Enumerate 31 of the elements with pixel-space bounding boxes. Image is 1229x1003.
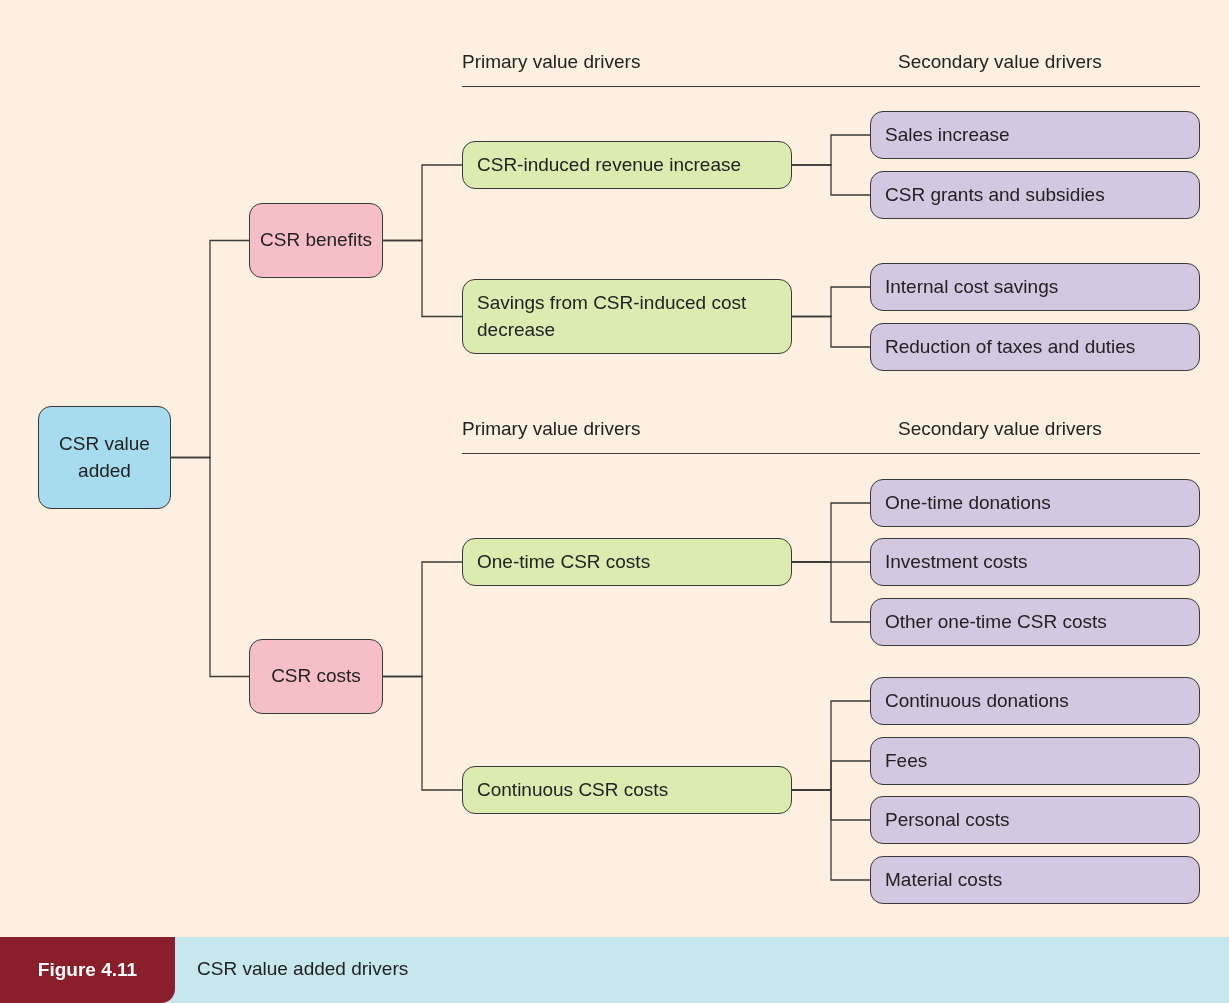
figure-caption: CSR value added drivers bbox=[197, 958, 409, 980]
column-heading: Primary value drivers bbox=[462, 418, 641, 440]
secondary-driver-box: Material costs bbox=[870, 856, 1200, 904]
secondary-driver-box: Personal costs bbox=[870, 796, 1200, 844]
connector-line bbox=[791, 164, 871, 196]
secondary-driver-box: CSR grants and subsidies bbox=[870, 171, 1200, 219]
secondary-driver-box: Fees bbox=[870, 737, 1200, 785]
category-box: CSR benefits bbox=[249, 203, 383, 278]
column-heading: Secondary value drivers bbox=[898, 51, 1102, 73]
primary-driver-box: Savings from CSR-induced cost decrease bbox=[462, 279, 792, 354]
secondary-driver-box: Internal cost savings bbox=[870, 263, 1200, 311]
column-heading: Secondary value drivers bbox=[898, 418, 1102, 440]
primary-driver-box: Continuous CSR costs bbox=[462, 766, 792, 814]
primary-driver-box: CSR-induced revenue increase bbox=[462, 141, 792, 189]
secondary-driver-box: Sales increase bbox=[870, 111, 1200, 159]
connector-line bbox=[382, 239, 463, 318]
connector-line bbox=[382, 675, 463, 791]
category-box: CSR costs bbox=[249, 639, 383, 714]
secondary-driver-box: Continuous donations bbox=[870, 677, 1200, 725]
connector-line bbox=[791, 315, 871, 348]
connector-line bbox=[791, 789, 871, 881]
connector-line bbox=[791, 561, 871, 623]
primary-driver-box: One-time CSR costs bbox=[462, 538, 792, 586]
secondary-driver-box: Other one-time CSR costs bbox=[870, 598, 1200, 646]
secondary-driver-box: Investment costs bbox=[870, 538, 1200, 586]
figure-number-tab: Figure 4.11 bbox=[0, 937, 175, 1003]
secondary-driver-box: One-time donations bbox=[870, 479, 1200, 527]
secondary-driver-box: Reduction of taxes and duties bbox=[870, 323, 1200, 371]
column-heading: Primary value drivers bbox=[462, 51, 641, 73]
connector-line bbox=[170, 456, 250, 678]
root-box: CSR value added bbox=[38, 406, 171, 509]
